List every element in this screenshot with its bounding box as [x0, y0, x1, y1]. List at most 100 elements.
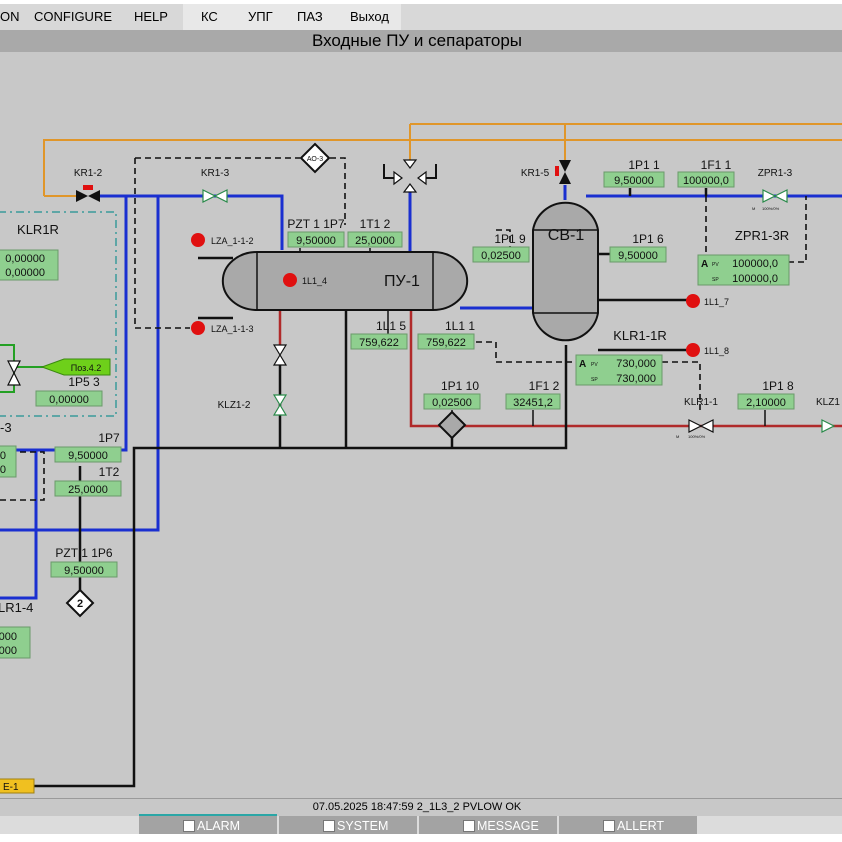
l1-7-label: 1L1_7	[704, 297, 729, 307]
tag-label: 1P1 10	[441, 379, 479, 393]
zpr1-3-m: M	[752, 206, 755, 211]
tag-1p1-1[interactable]: 1P1 1 9,50000	[603, 158, 665, 188]
tag-pzt1-1p7[interactable]: PZT 1 1P7 9,50000	[287, 217, 345, 248]
klr1-1r-sp-tag: SP	[591, 377, 598, 383]
menu-exit[interactable]: Выход	[350, 9, 389, 24]
tag-label: 1F1 2	[529, 379, 560, 393]
menu-paz[interactable]: ПАЗ	[297, 9, 323, 24]
zpr1-3r-sp-tag: SP	[712, 277, 719, 283]
klr1-4-label: LR1-4	[0, 600, 33, 615]
tag-label: 1T1 2	[360, 217, 391, 231]
tag-1l1-5[interactable]: 1L1 5 759,622	[350, 319, 408, 350]
klz1-2-label: KLZ1-2	[218, 400, 251, 411]
tag-label: PZT 1 1P6	[55, 546, 112, 560]
tab-allert-label: ALLERT	[617, 819, 665, 833]
alarm-1l1-8[interactable]: 1L1_8	[686, 343, 729, 357]
diamond-flow[interactable]	[437, 410, 467, 440]
valve-klr1-1[interactable]: KLR1-1 M 100%/0%	[676, 397, 718, 439]
alarm-1l1-7[interactable]: 1L1_7	[686, 294, 729, 308]
system-checkbox[interactable]	[323, 820, 335, 832]
valve-kr1-3[interactable]: KR1-3	[201, 168, 230, 203]
tag-value: 0,02500	[432, 397, 472, 409]
tag-value: 25,0000	[68, 484, 108, 496]
tag-1p1-8[interactable]: 1P1 8 2,10000	[737, 379, 795, 410]
tag-1p7[interactable]: 1P7 9,50000	[54, 431, 122, 463]
relief-valve-group[interactable]	[383, 159, 437, 193]
sv1-label: СВ-1	[548, 227, 585, 244]
alarm-checkbox[interactable]	[183, 820, 195, 832]
controller-left-3[interactable]: -3 0 0	[0, 420, 17, 478]
klr1r-v2: 0,00000	[5, 267, 45, 279]
left-3-v2: 0	[0, 464, 6, 476]
klr1-4-v1: 000	[0, 631, 17, 643]
valve-kr1-2[interactable]: KR1-2	[74, 168, 103, 202]
tag-label: 1L1 5	[376, 319, 406, 333]
tag-1t1-2[interactable]: 1T1 2 25,0000	[347, 217, 403, 248]
dashed-lines	[0, 157, 807, 501]
tag-value: 9,50000	[614, 175, 654, 187]
tag-value: 0,00000	[49, 394, 89, 406]
diamond-node-2[interactable]: 2	[65, 588, 95, 618]
klr1-1-m: M	[676, 434, 679, 439]
valve-zpr1-3[interactable]: ZPR1-3 M 100%/0%	[752, 168, 793, 211]
tag-value: 9,50000	[68, 450, 108, 462]
controller-klr1-1r[interactable]: KLR1-1R A PV SP 730,000 730,000	[575, 328, 667, 386]
tag-label: 1L1 1	[445, 319, 475, 333]
tag-1p1-9[interactable]: 1P1 9 0,02500	[472, 232, 530, 263]
tab-system[interactable]: SYSTEM	[279, 816, 417, 834]
tag-value: 9,50000	[618, 250, 658, 262]
valve-klz1-2[interactable]: KLZ1-2	[218, 344, 288, 416]
tag-1p5-3[interactable]: 1P5 3 0,00000	[35, 375, 103, 407]
alarm-1l1-4[interactable]: 1L1_4	[283, 273, 327, 287]
allert-checkbox[interactable]	[603, 820, 615, 832]
page-title: Входные ПУ и сепараторы	[311, 31, 523, 50]
menu-on[interactable]: ON	[0, 9, 20, 24]
tag-value: 100000,0	[683, 175, 729, 187]
klr1-1r-sp: 730,000	[616, 373, 656, 385]
diamond-ao3[interactable]: АО-3	[299, 142, 331, 174]
ao3-label: АО-3	[307, 156, 323, 163]
menu-ks[interactable]: КС	[201, 9, 218, 24]
klr1-1r-pv-tag: PV	[591, 362, 598, 368]
klr1-1r-mode: A	[579, 359, 586, 370]
tag-label: PZT 1 1P7	[287, 217, 344, 231]
controller-klr1-4[interactable]: LR1-4 000 000	[0, 600, 33, 659]
controller-klr1r[interactable]: KLR1R 0,00000 0,00000	[0, 222, 59, 281]
menu-configure[interactable]: CONFIGURE	[34, 9, 112, 24]
tab-allert[interactable]: ALLERT	[559, 816, 697, 834]
tag-1f1-1[interactable]: 1F1 1 100000,0	[677, 158, 735, 188]
tag-1p1-10[interactable]: 1P1 10 0,02500	[423, 379, 481, 410]
kr1-3-label: KR1-3	[201, 168, 230, 179]
zpr1-3-oc: 100%/0%	[762, 206, 780, 211]
zpr1-3r-pv-tag: PV	[712, 262, 719, 268]
tag-1p1-6[interactable]: 1P1 6 9,50000	[609, 232, 667, 263]
position-indicator[interactable]: Поз.4.2	[40, 358, 111, 376]
controller-zpr1-3r[interactable]: ZPR1-3R A PV SP 100000,0 100000,0	[697, 228, 790, 286]
alarm-lza-1-1-2[interactable]: LZA_1-1-2	[191, 233, 254, 247]
message-checkbox[interactable]	[463, 820, 475, 832]
valve-kr1-5[interactable]: KR1-5	[521, 160, 571, 184]
valve-left[interactable]	[7, 360, 21, 386]
left-3-v1: 0	[0, 450, 6, 462]
tab-alarm[interactable]: ALARM	[139, 814, 277, 836]
tag-label: 1P1 8	[762, 379, 794, 393]
menu-help[interactable]: HELP	[134, 9, 168, 24]
process-canvas: ПУ-1 СВ-1 KR1-2 KR1-3 KR1-5 KLZ1-2 ZPR1-…	[0, 52, 842, 798]
tag-label: 1P1 6	[632, 232, 664, 246]
tag-label: 1P5 3	[68, 375, 100, 389]
tab-message[interactable]: MESSAGE	[419, 816, 557, 834]
e1-badge[interactable]: E-1	[0, 778, 35, 794]
menu-upg[interactable]: УПГ	[248, 9, 273, 24]
valve-klz1[interactable]: KLZ1	[816, 397, 840, 433]
klr1-1r-label: KLR1-1R	[613, 328, 666, 343]
alarm-lza-1-1-3[interactable]: LZA_1-1-3	[191, 321, 254, 335]
kr1-5-label: KR1-5	[521, 168, 550, 179]
klr1-1-oc: 100%/0%	[688, 434, 706, 439]
title-bar	[0, 30, 842, 52]
tag-1l1-1[interactable]: 1L1 1 759,622	[417, 319, 475, 350]
tag-value: 9,50000	[296, 235, 336, 247]
klr1r-label: KLR1R	[17, 222, 59, 237]
tag-1f1-2[interactable]: 1F1 2 32451,2	[505, 379, 561, 410]
tag-1t2[interactable]: 1T2 25,0000	[54, 465, 122, 497]
tag-pzt1-1p6[interactable]: PZT 1 1P6 9,50000	[50, 546, 118, 578]
